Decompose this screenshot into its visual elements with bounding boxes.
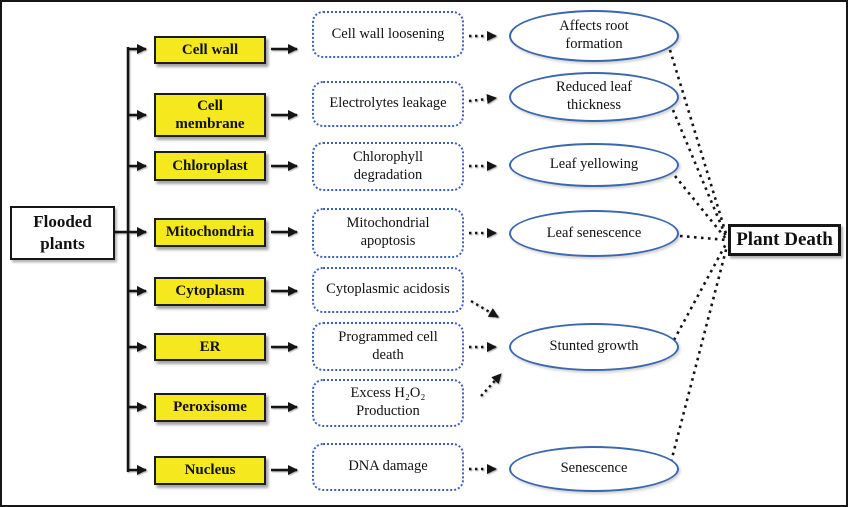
organ-box-cell-membrane: Cell membrane [154, 93, 266, 137]
outcome-death-line [672, 241, 729, 341]
organ-box-peroxisome: Peroxisome [154, 393, 266, 422]
outcome-death-line [669, 245, 729, 463]
outcome-death-dotted-lines [668, 49, 729, 463]
effect-outcome-arrow [480, 373, 502, 397]
organ-box-nucleus: Nucleus [154, 456, 266, 485]
effect-box-mitochondrial-apoptosis: Mitochondrial apoptosis [312, 208, 464, 258]
effect-box-cell-wall-loosening: Cell wall loosening [312, 11, 464, 58]
outcome-death-line [679, 234, 728, 242]
organ-box-cell-wall: Cell wall [154, 36, 266, 64]
outcome-ellipse-leaf-senescence: Leaf senescence [509, 210, 679, 257]
effect-box-excess-h2o2-production: Excess H₂O₂ Production [312, 379, 464, 427]
outcome-ellipse-reduced-leaf-thickness: Reduced leaf thickness [509, 72, 679, 122]
organ-box-mitochondria: Mitochondria [154, 218, 266, 247]
effect-outcome-dotted-arrows [468, 31, 502, 474]
outcome-ellipse-senescence: Senescence [509, 446, 679, 492]
plant-death-box: Plant Death [728, 224, 841, 256]
effect-box-electrolytes-leakage: Electrolytes leakage [312, 81, 464, 127]
effect-outcome-arrow [468, 94, 497, 104]
outcome-ellipse-leaf-yellowing: Leaf yellowing [509, 143, 679, 187]
outcome-ellipse-stunted-growth: Stunted growth [509, 323, 679, 371]
flooded-plants-box: Flooded plants [10, 206, 115, 260]
effect-box-dna-damage: DNA damage [312, 443, 464, 491]
outcome-ellipse-affects-root-formation: Affects root formation [509, 10, 679, 62]
organ-box-cytoplasm: Cytoplasm [154, 277, 266, 306]
organ-box-chloroplast: Chloroplast [154, 151, 266, 181]
effect-box-chlorophyll-degradation: Chlorophyll degradation [312, 142, 464, 191]
effect-box-cytoplasmic-acidosis: Cytoplasmic acidosis [312, 267, 464, 313]
effect-box-programmed-cell-death: Programmed cell death [312, 322, 464, 371]
outcome-death-line [673, 175, 729, 241]
organ-box-er: ER [154, 333, 266, 361]
outcome-death-line [668, 49, 729, 238]
outcome-death-line [671, 109, 729, 240]
effect-outcome-arrow [470, 299, 499, 319]
